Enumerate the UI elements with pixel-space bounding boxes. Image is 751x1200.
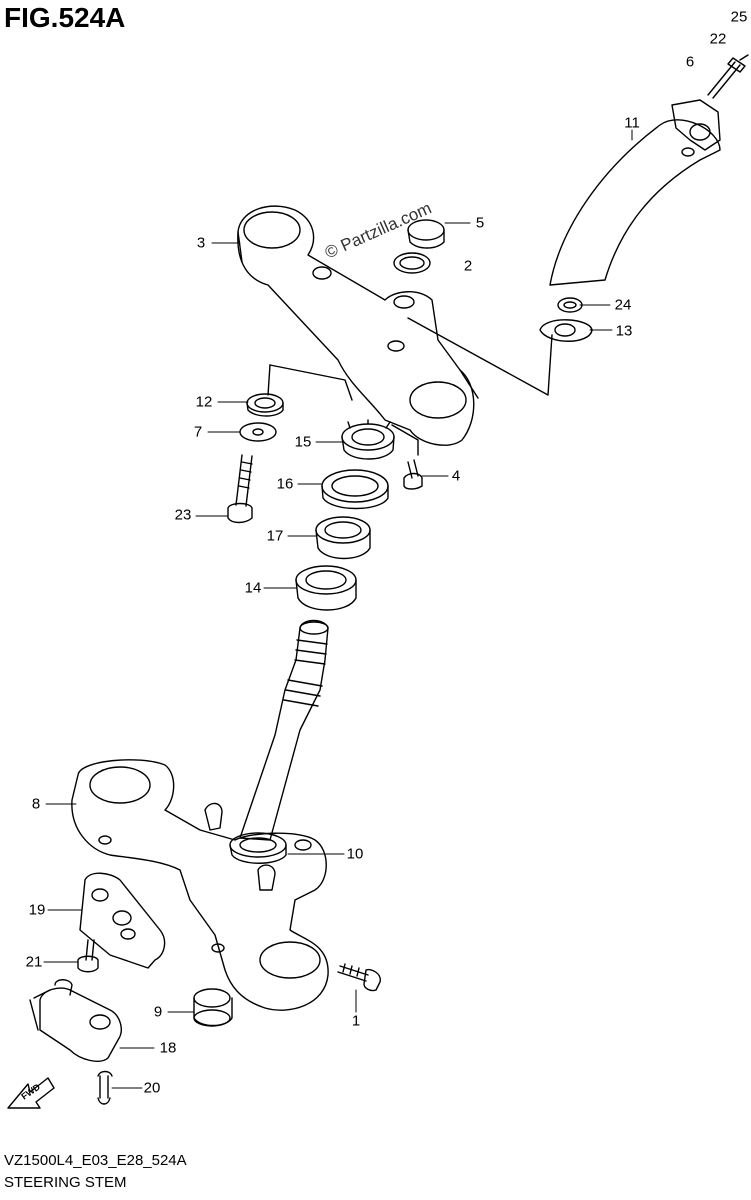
diagram-code: VZ1500L4_E03_E28_524A	[4, 1152, 187, 1169]
callout-17: 17	[266, 527, 284, 545]
washer-part-24	[557, 297, 583, 313]
upper-bracket-part-3	[237, 205, 479, 446]
callout-20: 20	[143, 1079, 161, 1097]
callout-12: 12	[195, 393, 213, 411]
bolt-part-23	[227, 454, 253, 524]
callout-11: 11	[624, 114, 640, 132]
bearing-part-17	[315, 516, 371, 560]
washer-part-7	[239, 422, 277, 442]
callout-1: 1	[351, 1012, 361, 1030]
bolt-part-20	[97, 1070, 113, 1105]
figure-title: FIG.524A	[4, 2, 126, 33]
seal-part-10	[229, 832, 287, 864]
bushing-part-9	[193, 988, 233, 1027]
seal-part-16	[321, 469, 389, 510]
steering-lock-part-18	[29, 979, 122, 1062]
callout-24: 24	[614, 296, 632, 314]
bolt-part-1	[337, 963, 381, 992]
nut-part-15	[341, 419, 395, 460]
callout-13: 13	[615, 322, 633, 340]
callout-3: 3	[196, 234, 206, 252]
callout-18: 18	[159, 1039, 177, 1057]
callout-4: 4	[451, 467, 461, 485]
callout-14: 14	[244, 579, 262, 597]
callout-leaders	[43, 129, 633, 1089]
callout-19: 19	[28, 901, 46, 919]
dashed-leader-lines	[267, 317, 553, 456]
callout-23: 23	[174, 506, 192, 524]
callout-8: 8	[31, 795, 41, 813]
clamp-part-19	[79, 872, 166, 969]
cap-part-5	[407, 219, 445, 249]
callout-10: 10	[346, 845, 364, 863]
bolt-part-22	[707, 54, 749, 99]
callout-16: 16	[276, 475, 294, 493]
bolt-part-21	[77, 939, 99, 973]
plate-part-13	[539, 319, 593, 342]
callout-9: 9	[153, 1003, 163, 1021]
callout-6: 6	[685, 53, 695, 71]
bolt-part-4	[403, 459, 423, 490]
handlebar-cover-part-11	[549, 99, 721, 286]
callout-2: 2	[463, 257, 473, 275]
lower-bracket-part-8	[71, 759, 329, 1011]
steering-stem-shaft	[239, 619, 329, 841]
bearing-part-14	[295, 565, 357, 611]
callout-21: 21	[25, 953, 43, 971]
fwd-arrow-icon: FWD	[7, 1077, 55, 1109]
bushing-part-12	[246, 393, 284, 417]
washer-part-2	[393, 252, 431, 274]
callout-22: 22	[709, 30, 727, 48]
diagram-title: STEERING STEM	[4, 1174, 127, 1191]
callout-7: 7	[193, 423, 203, 441]
callout-5: 5	[475, 214, 485, 232]
callout-25: 25	[730, 8, 748, 26]
callout-15: 15	[294, 433, 312, 451]
